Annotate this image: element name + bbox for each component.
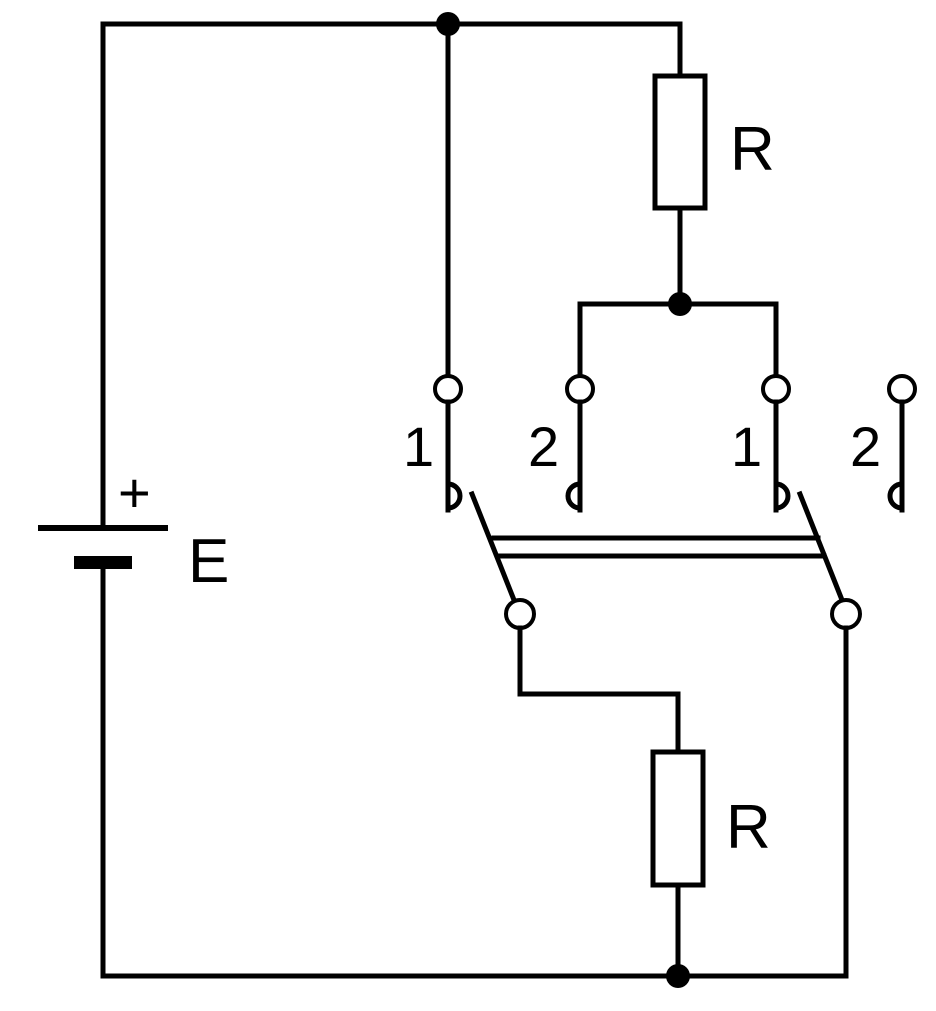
right-contact1-terminal <box>761 374 791 404</box>
right-contact1-tip <box>773 481 791 511</box>
resistor-bottom-label: R <box>726 793 771 862</box>
left-switch-blade <box>468 490 518 604</box>
right-switch-pivot <box>830 598 862 630</box>
wire-left-pivot-to-bottom-resistor <box>517 625 681 755</box>
left-contact1-tip <box>445 481 463 511</box>
right-contact2-terminal <box>887 374 917 404</box>
junction-mid <box>668 292 692 316</box>
left-switch-pos2-label: 2 <box>528 415 559 478</box>
right-switch-pos2-label: 2 <box>850 415 881 478</box>
battery-label: E <box>188 527 229 596</box>
junction-bottom <box>666 964 690 988</box>
left-contact2-tip <box>565 481 583 511</box>
resistor-top <box>652 73 708 211</box>
left-switch-pivot <box>504 598 536 630</box>
right-switch-blade <box>796 490 846 604</box>
resistor-top-label: R <box>730 115 775 184</box>
resistor-bottom <box>650 749 706 888</box>
battery-polarity-label: + <box>118 461 151 524</box>
left-contact2-terminal <box>565 374 595 404</box>
right-contact2-tip <box>887 481 905 511</box>
left-contact1-terminal <box>433 374 463 404</box>
left-switch-pos1-label: 1 <box>403 415 434 478</box>
battery-negative-plate <box>74 556 132 569</box>
right-switch-pos1-label: 1 <box>731 415 762 478</box>
